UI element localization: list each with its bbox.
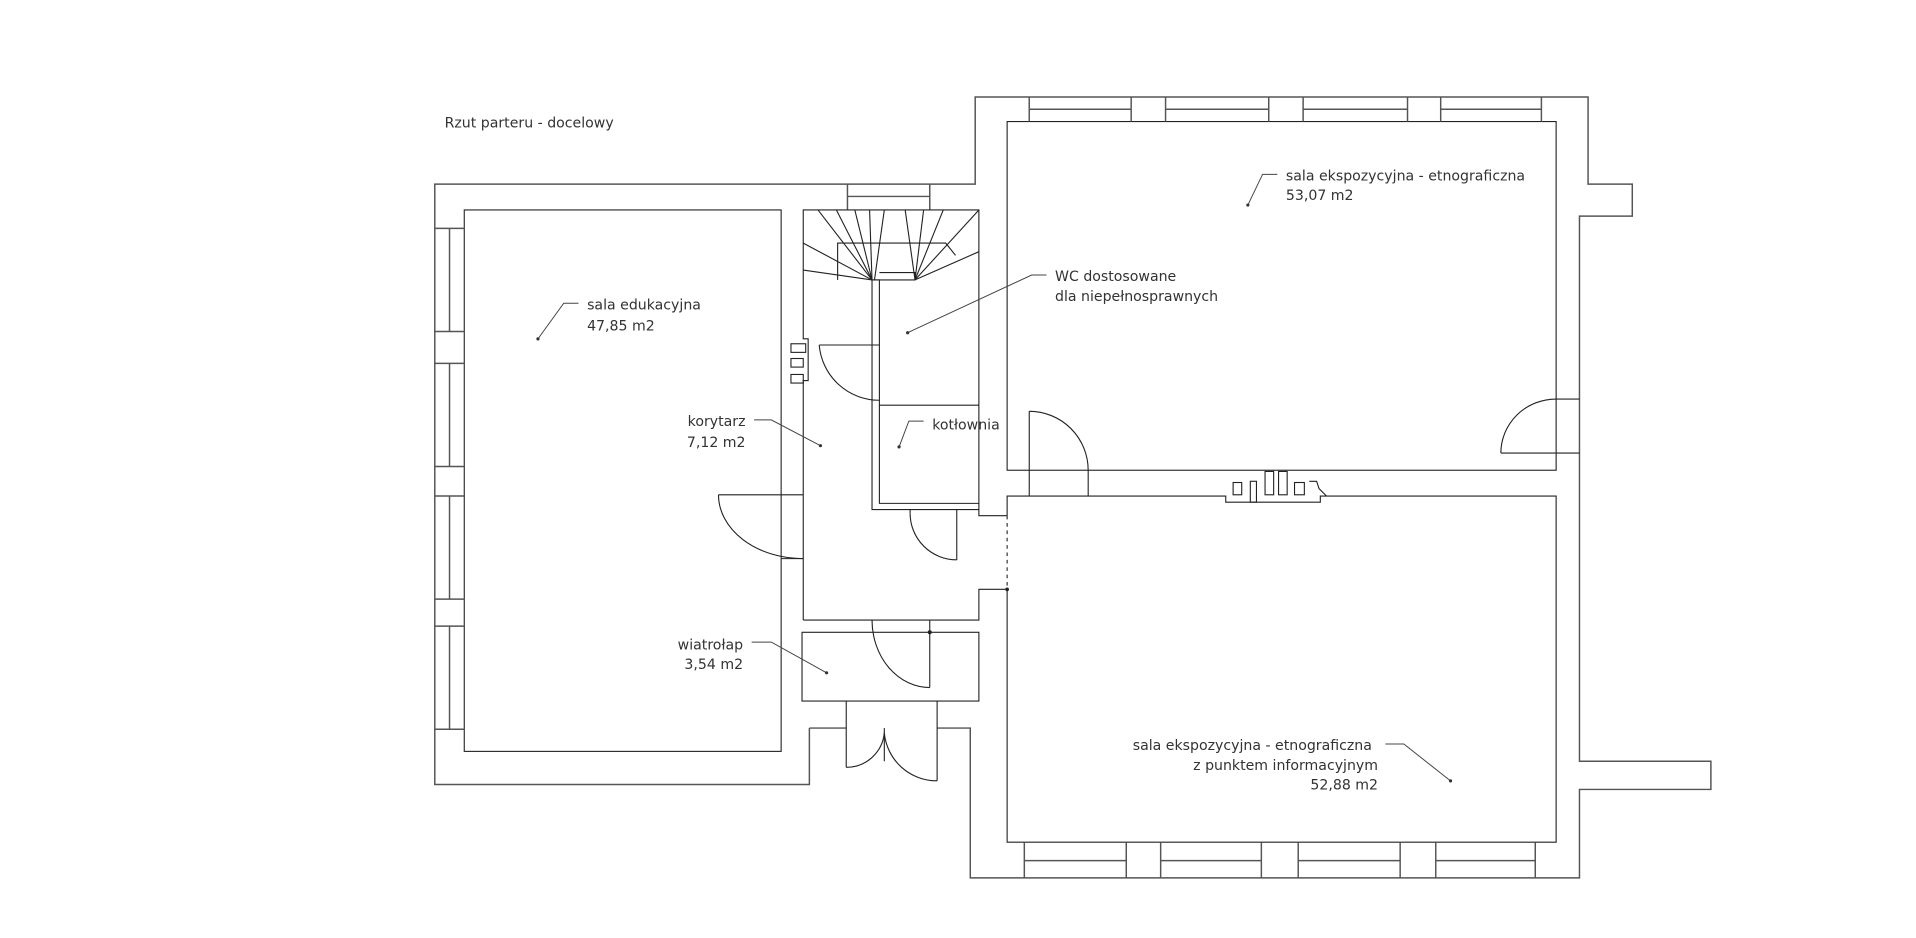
room-area: 7,12 m2: [687, 435, 746, 451]
label-sala-ekspozycyjna-1: sala ekspozycyjna - etnograficzna 53,07 …: [1246, 168, 1525, 207]
door-side: [1500, 398, 1580, 454]
room-name: sala edukacyjna: [587, 297, 701, 313]
room-name-line2: z punktem informacyjnym: [1193, 758, 1378, 774]
wc-wall: [872, 279, 979, 504]
room-name: WC dostosowane: [1055, 269, 1176, 285]
window-stairs: [846, 184, 931, 210]
room-name-line2: dla niepełnosprawnych: [1055, 289, 1218, 305]
plan-title: Rzut parteru - docelowy: [445, 116, 614, 132]
room-area: 47,85 m2: [587, 318, 655, 334]
chimney: [790, 343, 807, 384]
room-area: 3,54 m2: [684, 657, 743, 673]
room-name: wiatrołap: [678, 637, 743, 653]
label-sala-edukacyjna: sala edukacyjna 47,85 m2: [536, 297, 701, 341]
door-wiatrolap: [871, 620, 932, 689]
door-wc: [818, 344, 880, 401]
windows-left: [434, 227, 465, 731]
entrance-door: [845, 701, 938, 782]
room-area: 52,88 m2: [1310, 777, 1378, 793]
room-name: korytarz: [688, 414, 746, 430]
label-wiatrolap: wiatrołap 3,54 m2: [678, 637, 829, 675]
room-area: 53,07 m2: [1286, 188, 1354, 204]
room-sala-edukacyjna: [463, 209, 782, 752]
chimney-2: [1232, 470, 1327, 503]
label-korytarz: korytarz 7,12 m2: [687, 414, 823, 451]
door-kotlownia: [909, 509, 958, 561]
room-name: sala ekspozycyjna - etnograficzna: [1286, 168, 1525, 184]
wc-wall: [871, 279, 979, 511]
stairs: [802, 209, 980, 281]
label-kotlownia: kotłownia: [897, 418, 1000, 449]
door-between-halls: [1028, 410, 1089, 497]
corridor-wall: [802, 209, 1008, 621]
point: [1005, 587, 1009, 592]
outer-wall: [434, 96, 1712, 879]
label-sala-ekspozycyjna-2: sala ekspozycyjna - etnograficzna z punk…: [1133, 738, 1453, 793]
room-wiatrolap: [801, 631, 980, 702]
door-sala-edukacyjna: [717, 494, 804, 560]
room-sala-ekspozycyjna-2: [1006, 495, 1557, 843]
windows-top: [1028, 96, 1543, 122]
room-sala-ekspozycyjna-1: [1006, 120, 1557, 471]
corridor-wall: [803, 588, 1008, 621]
windows-bottom: [1023, 842, 1536, 878]
label-wc: WC dostosowane dla niepełnosprawnych: [906, 269, 1218, 335]
room-name: sala ekspozycyjna - etnograficzna: [1133, 738, 1372, 754]
room-name: kotłownia: [932, 418, 1000, 434]
